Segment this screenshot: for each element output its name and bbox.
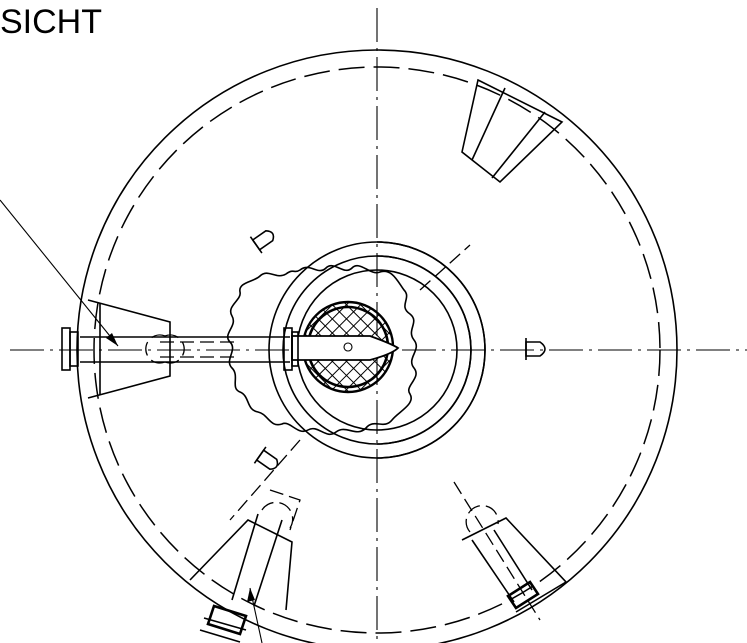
nozzle-symbol-upper [249, 229, 275, 254]
wavy-breakout-section [226, 264, 418, 436]
diagonal-axis-top-right [419, 244, 471, 291]
bottom-right-flange [506, 580, 540, 610]
bottom-left-flange [199, 604, 248, 643]
bottom-right-arm [471, 529, 533, 603]
top-right-bracket [461, 78, 564, 184]
bottom-left-bracket [189, 519, 293, 611]
bottom-right-hidden [453, 481, 541, 621]
top-right-bracket-line-1 [471, 87, 506, 161]
top-right-bracket-line-2 [491, 111, 546, 179]
center-shaft-hub [343, 342, 353, 352]
center-blade [291, 335, 400, 361]
diagonal-axis-lower [229, 439, 301, 521]
nozzle-symbol-right [525, 338, 546, 360]
left-flange [61, 327, 71, 371]
view-title: SICHT [0, 3, 102, 41]
left-bracket [87, 299, 171, 399]
leader-arrow-left [106, 333, 118, 346]
bottom-left-hidden [261, 489, 301, 531]
inner-dashed-circle [93, 66, 661, 634]
bottom-left-arm [231, 513, 283, 607]
leader-arrow-bottom [247, 588, 255, 602]
left-flange-2 [69, 331, 79, 367]
arm-hidden-ellipse-2 [164, 334, 185, 364]
outer-vessel-wall [76, 49, 678, 643]
right-flange [283, 327, 293, 371]
hub-ring-arc-right [376, 241, 486, 459]
nozzle-symbol-lower [253, 446, 279, 471]
arm-hidden-ellipse [145, 334, 166, 364]
right-flange-2 [291, 331, 299, 367]
leader-line-left [0, 199, 119, 347]
hub-ring-arc-right-2 [376, 255, 472, 445]
bottom-right-bracket [461, 517, 568, 613]
